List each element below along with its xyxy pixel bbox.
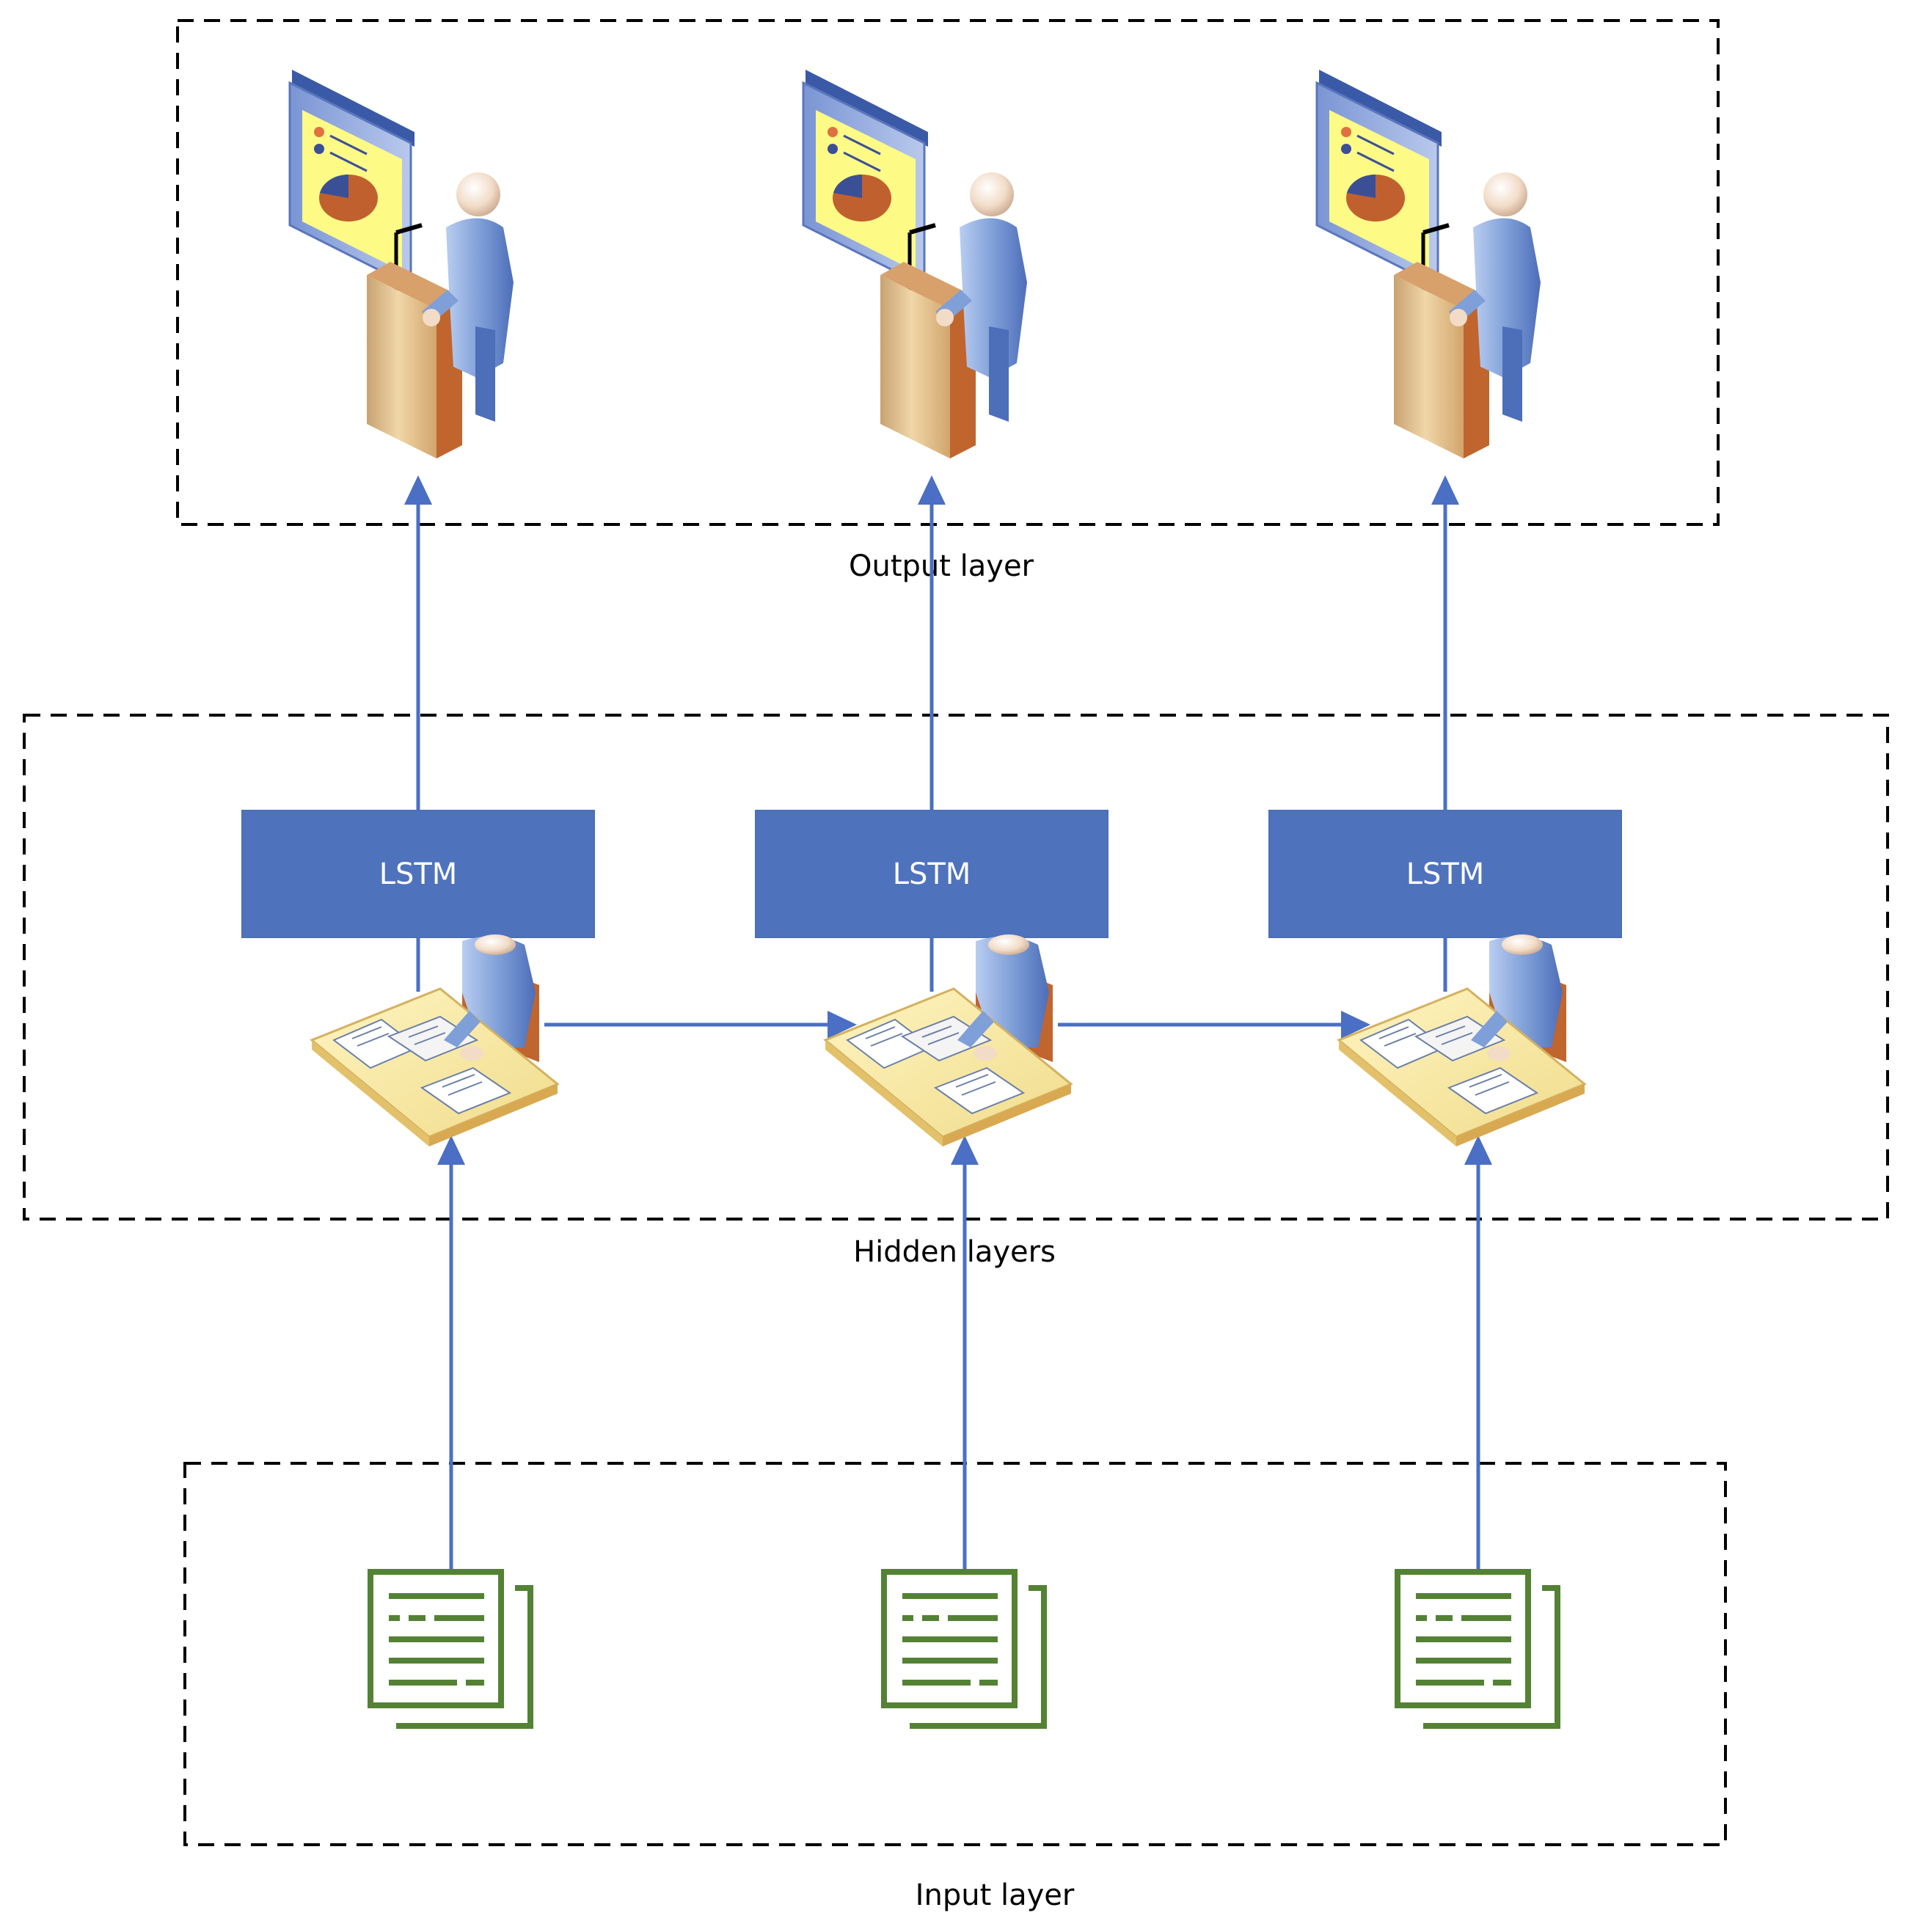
lstm-unit: LSTM — [1268, 810, 1622, 938]
document-stack-icon — [368, 1569, 533, 1729]
lstm-box — [755, 810, 1108, 938]
presenter-at-podium-icon — [802, 70, 1027, 458]
arrowhead — [1341, 1011, 1370, 1039]
lstm-box — [241, 810, 595, 938]
lstm-unit: LSTM — [241, 810, 595, 938]
arrowhead — [951, 1135, 979, 1165]
lstm-label: LSTM — [379, 857, 458, 891]
lstm-label: LSTM — [893, 857, 971, 891]
lstm-label: LSTM — [1406, 857, 1485, 891]
input-layer-label: Input layer — [916, 1878, 1075, 1912]
output-layer-box — [176, 19, 1720, 526]
arrowhead — [828, 1011, 857, 1039]
hidden-layers-label: Hidden layers — [853, 1235, 1056, 1269]
document-stack-icon — [1395, 1569, 1560, 1729]
presenter-at-podium-icon — [288, 70, 514, 458]
arrowhead — [1431, 475, 1459, 505]
recurrent-arrows — [544, 1011, 1370, 1039]
presenter-at-podium-icon — [1315, 70, 1541, 458]
arrowhead — [1464, 1135, 1492, 1165]
lstm-box — [1268, 810, 1622, 938]
hidden-layer-box — [23, 714, 1889, 1221]
output-layer-label: Output layer — [849, 549, 1034, 583]
person-at-desk-icon — [310, 934, 560, 1146]
input-to-hidden-arrows — [437, 1135, 1492, 1572]
person-at-desk-icon — [823, 934, 1073, 1146]
document-stack-icon — [881, 1569, 1047, 1729]
person-at-desk-icon — [1337, 934, 1587, 1146]
arrowhead — [404, 475, 432, 505]
arrowhead — [437, 1135, 465, 1165]
lstm-unit: LSTM — [755, 810, 1108, 938]
input-layer-box — [183, 1462, 1727, 1846]
arrowhead — [918, 475, 946, 505]
